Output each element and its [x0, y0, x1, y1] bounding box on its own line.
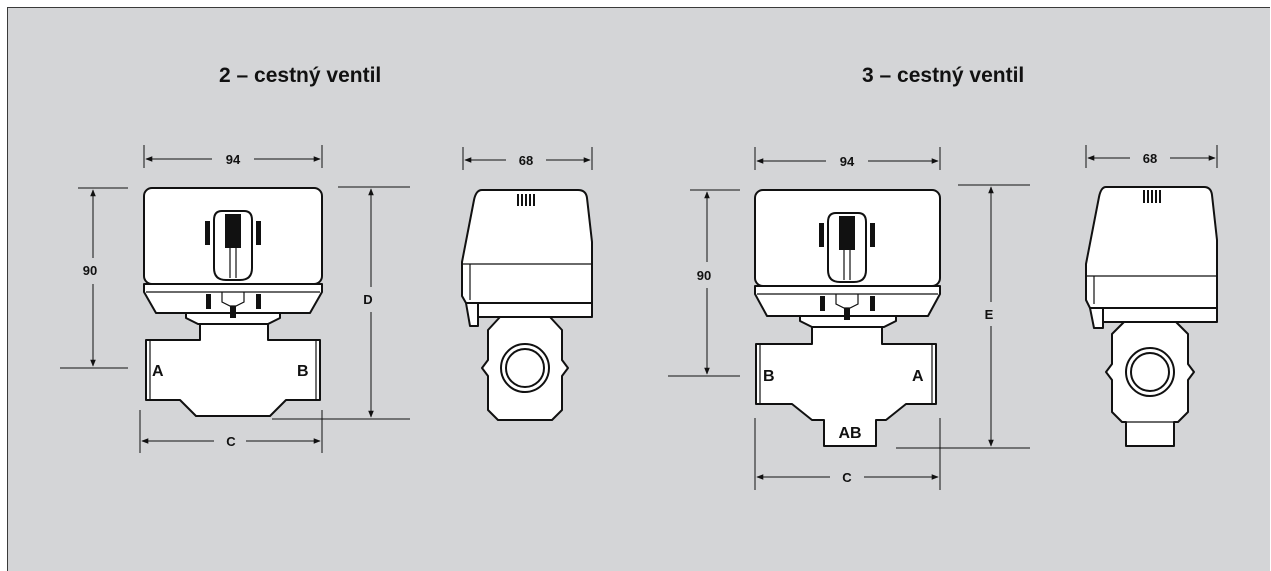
- valve-body: [145, 323, 321, 417]
- port-label-left: A: [152, 363, 164, 380]
- side-port-inner: [1130, 352, 1170, 392]
- dim-width-top: 94: [840, 154, 855, 169]
- actuator-base: [143, 283, 323, 314]
- lever-grip: [839, 216, 855, 250]
- dim-port-width: C: [226, 434, 236, 449]
- two-way-front-view: A B 94 90 C D: [60, 145, 410, 453]
- dim-side-width: 68: [519, 153, 533, 168]
- title-three-way-valve: 3 – cestný ventil: [862, 64, 1025, 87]
- dim-height-left: 90: [83, 263, 97, 278]
- dim-port-width: C: [842, 470, 852, 485]
- title-two-way-valve: 2 – cestný ventil: [219, 64, 382, 87]
- dim-total-height: E: [985, 307, 994, 322]
- dim-width-top: 94: [226, 152, 241, 167]
- two-way-side-view: 68: [461, 147, 593, 421]
- side-port-inner: [505, 348, 545, 388]
- valve-body: [755, 326, 937, 447]
- side-actuator: [1085, 186, 1218, 309]
- port-label-left: B: [763, 368, 775, 385]
- three-way-side-view: 68: [1085, 145, 1218, 447]
- lever-grip: [225, 214, 241, 248]
- dim-side-width: 68: [1143, 151, 1157, 166]
- dim-total-height: D: [363, 292, 372, 307]
- three-way-front-view: B A AB 94 90 C E: [668, 147, 1030, 490]
- port-label-right: A: [912, 368, 924, 385]
- actuator-collar: [799, 315, 897, 328]
- side-mount-plate: [477, 302, 593, 318]
- dim-height-left: 90: [697, 268, 711, 283]
- port-label-bottom: AB: [838, 425, 861, 442]
- side-mount-plate: [1102, 307, 1218, 323]
- port-label-right: B: [297, 363, 309, 380]
- side-actuator: [461, 189, 593, 304]
